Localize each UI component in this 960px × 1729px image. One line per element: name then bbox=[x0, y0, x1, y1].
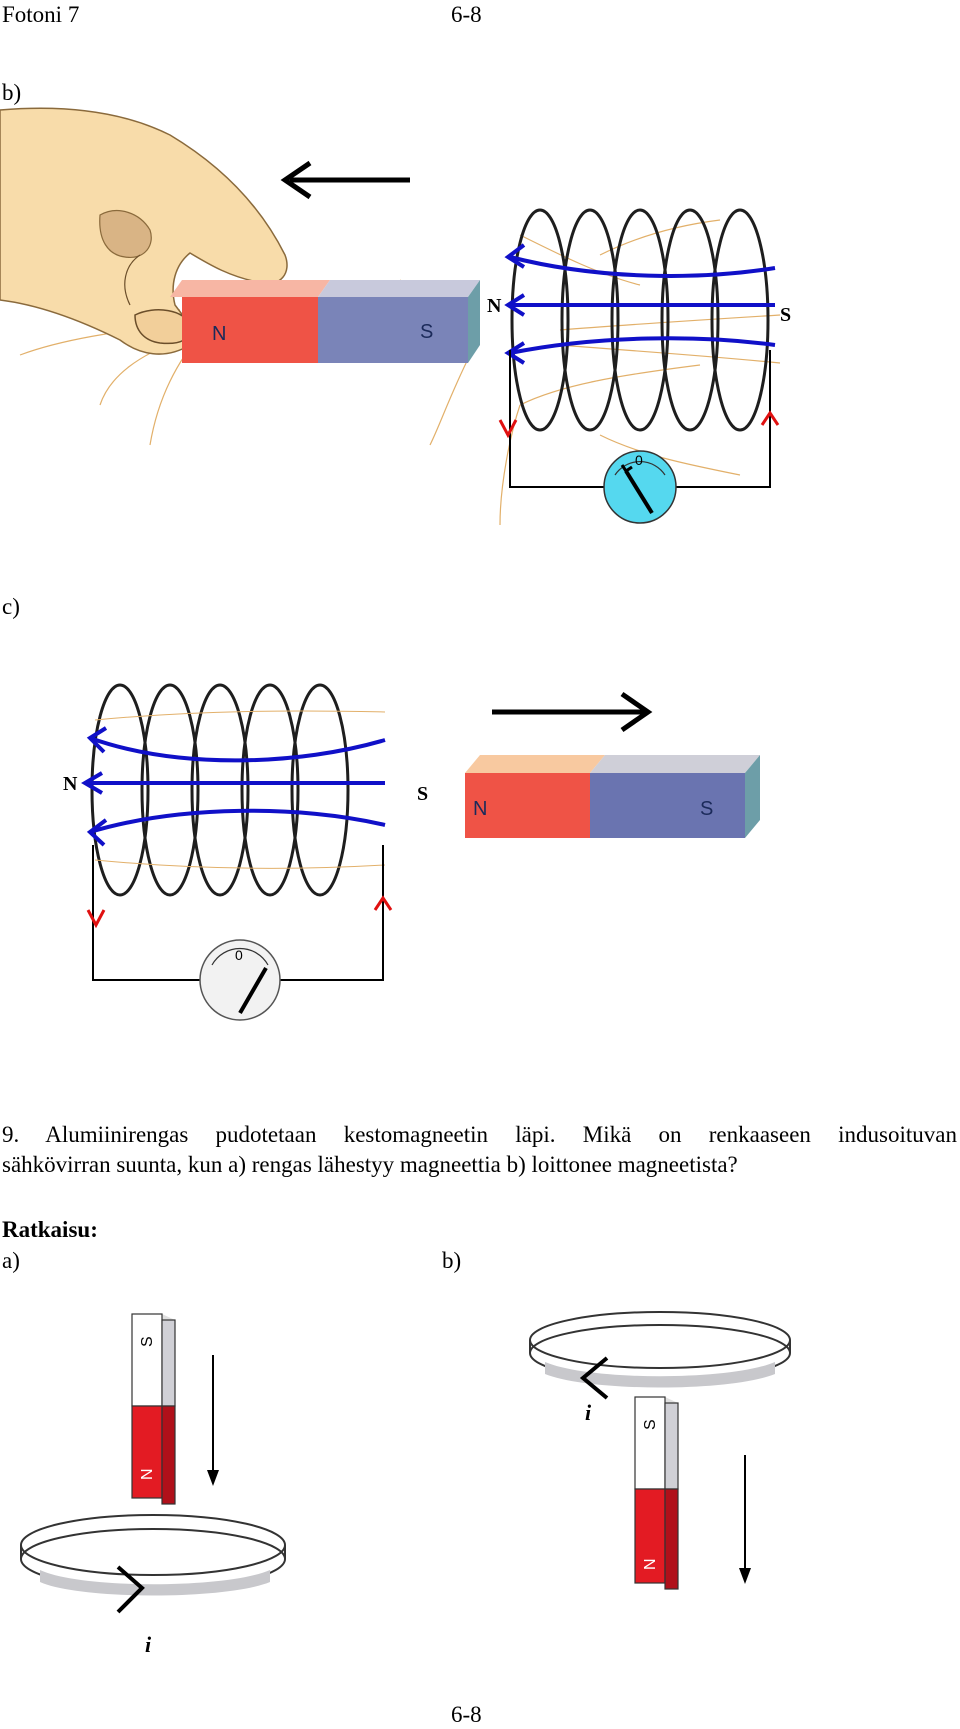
header-page-number: 6-8 bbox=[451, 2, 482, 27]
solution-figure-a: S N i bbox=[20, 1313, 286, 1657]
meter-zero-label: 0 bbox=[635, 452, 643, 468]
current-arrow-down bbox=[498, 419, 518, 439]
footer-page-number: 6-8 bbox=[451, 1702, 482, 1727]
magnet-s-label: S bbox=[700, 798, 713, 820]
falling-arrow bbox=[739, 1455, 751, 1584]
header-title: Fotoni 7 bbox=[2, 2, 80, 27]
solution-figure-b: i S N bbox=[529, 1311, 791, 1590]
coil-n-label: N bbox=[487, 295, 502, 317]
current-label: i bbox=[585, 1400, 592, 1425]
problem-line-2: sähkövirran suunta, kun a) rengas lähest… bbox=[2, 1152, 738, 1177]
magnet-s-label: S bbox=[642, 1419, 659, 1430]
magnet-s-label: S bbox=[420, 321, 433, 343]
magnet-n-label: N bbox=[473, 798, 487, 820]
figure-b-label: b) bbox=[2, 80, 22, 105]
motion-arrow-left bbox=[280, 160, 410, 200]
coil-windings bbox=[510, 208, 770, 432]
coil-field-lines bbox=[504, 243, 776, 365]
coil-field-traces bbox=[94, 710, 386, 869]
bar-magnet bbox=[465, 755, 760, 838]
coil-windings bbox=[90, 683, 350, 897]
magnet-n-label: N bbox=[212, 323, 226, 345]
magnet-n-label: N bbox=[139, 1468, 156, 1480]
motion-arrow-right bbox=[492, 691, 653, 733]
solution-part-b-label: b) bbox=[442, 1248, 462, 1273]
figure-c-label: c) bbox=[2, 594, 20, 619]
current-direction-arrow bbox=[116, 1565, 145, 1614]
aluminium-ring bbox=[20, 1514, 286, 1596]
coil-field-lines bbox=[81, 726, 386, 847]
galvanometer bbox=[199, 939, 281, 1021]
meter-zero-label: 0 bbox=[235, 947, 243, 963]
magnet-n-label: N bbox=[642, 1558, 659, 1570]
problem-statement: 9. Alumiinirengas pudotetaan kestomagnee… bbox=[2, 1120, 957, 1180]
coil-s-label: S bbox=[417, 783, 428, 805]
coil-n-label: N bbox=[63, 773, 78, 795]
problem-line-1: 9. Alumiinirengas pudotetaan kestomagnee… bbox=[2, 1122, 957, 1147]
vertical-magnet bbox=[634, 1396, 679, 1590]
falling-arrow bbox=[207, 1355, 219, 1486]
solution-heading: Ratkaisu: bbox=[2, 1217, 98, 1242]
hand-illustration bbox=[0, 107, 288, 355]
vertical-magnet bbox=[131, 1313, 176, 1505]
circuit-wire bbox=[509, 350, 771, 488]
circuit-wire bbox=[92, 845, 384, 981]
current-label: i bbox=[145, 1632, 152, 1657]
galvanometer bbox=[603, 450, 677, 524]
current-direction-arrow bbox=[579, 1356, 609, 1400]
current-arrow-up bbox=[760, 410, 780, 426]
aluminium-ring bbox=[529, 1311, 791, 1388]
current-arrow-down bbox=[86, 909, 106, 929]
current-arrow-up bbox=[373, 895, 393, 911]
figure-b-diagram: N S N S 0 bbox=[0, 107, 791, 526]
solution-part-a-label: a) bbox=[2, 1248, 20, 1273]
bar-magnet bbox=[170, 280, 480, 363]
coil-s-label: S bbox=[780, 304, 791, 326]
magnet-s-label: S bbox=[139, 1336, 156, 1347]
figure-c-diagram: N S N S 0 bbox=[63, 683, 760, 1021]
